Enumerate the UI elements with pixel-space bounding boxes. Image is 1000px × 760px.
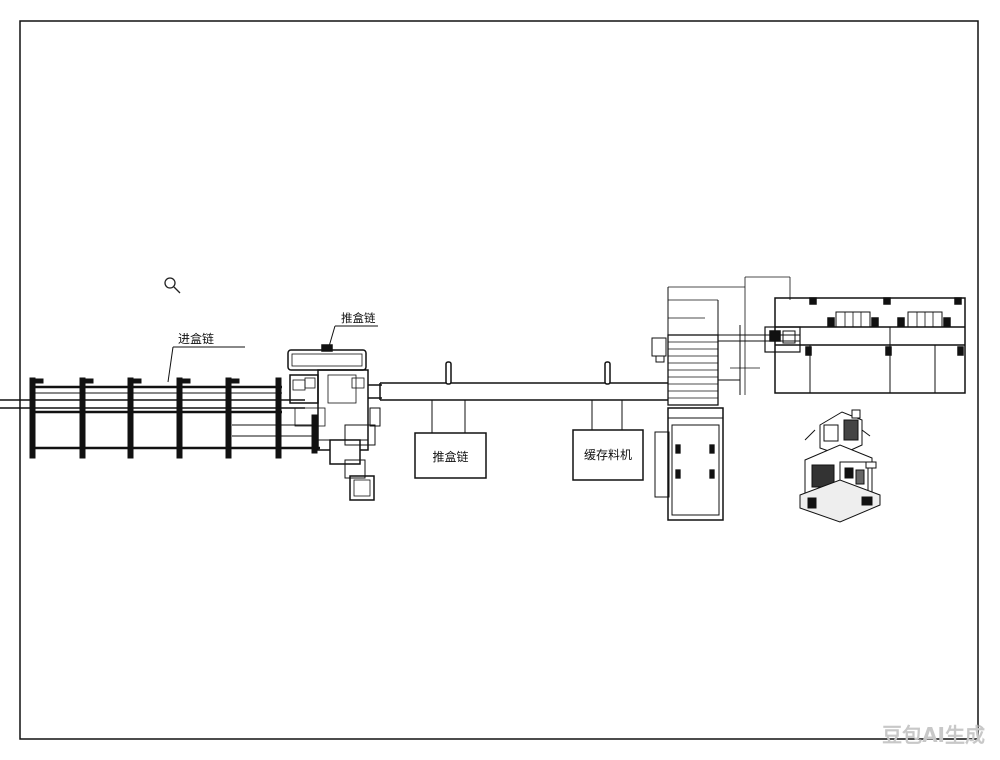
infeed-chain-callout	[167, 346, 245, 383]
pusher-machine	[287, 344, 382, 501]
dimension-lines	[668, 276, 791, 395]
infeed-chain-label: 进盒链	[178, 331, 214, 346]
watermark: 豆包AI生成	[882, 723, 985, 747]
elevator-stacker	[651, 287, 741, 521]
push-chain-box: 推盒链	[414, 432, 487, 479]
push-chain-callout	[327, 325, 378, 351]
isometric-machine	[799, 409, 881, 523]
buffer-machine-label: 缓存料机	[584, 448, 632, 462]
magnifier-icon[interactable]	[164, 277, 181, 294]
transfer-conveyor	[379, 361, 668, 433]
drawing-frame	[19, 20, 979, 740]
buffer-machine-box: 缓存料机	[572, 429, 644, 481]
push-chain-top-label: 推盒链	[341, 311, 376, 325]
push-chain-box-label: 推盒链	[432, 449, 468, 464]
packaging-machine-line	[718, 297, 966, 394]
infeed-chain-conveyor	[0, 377, 320, 459]
